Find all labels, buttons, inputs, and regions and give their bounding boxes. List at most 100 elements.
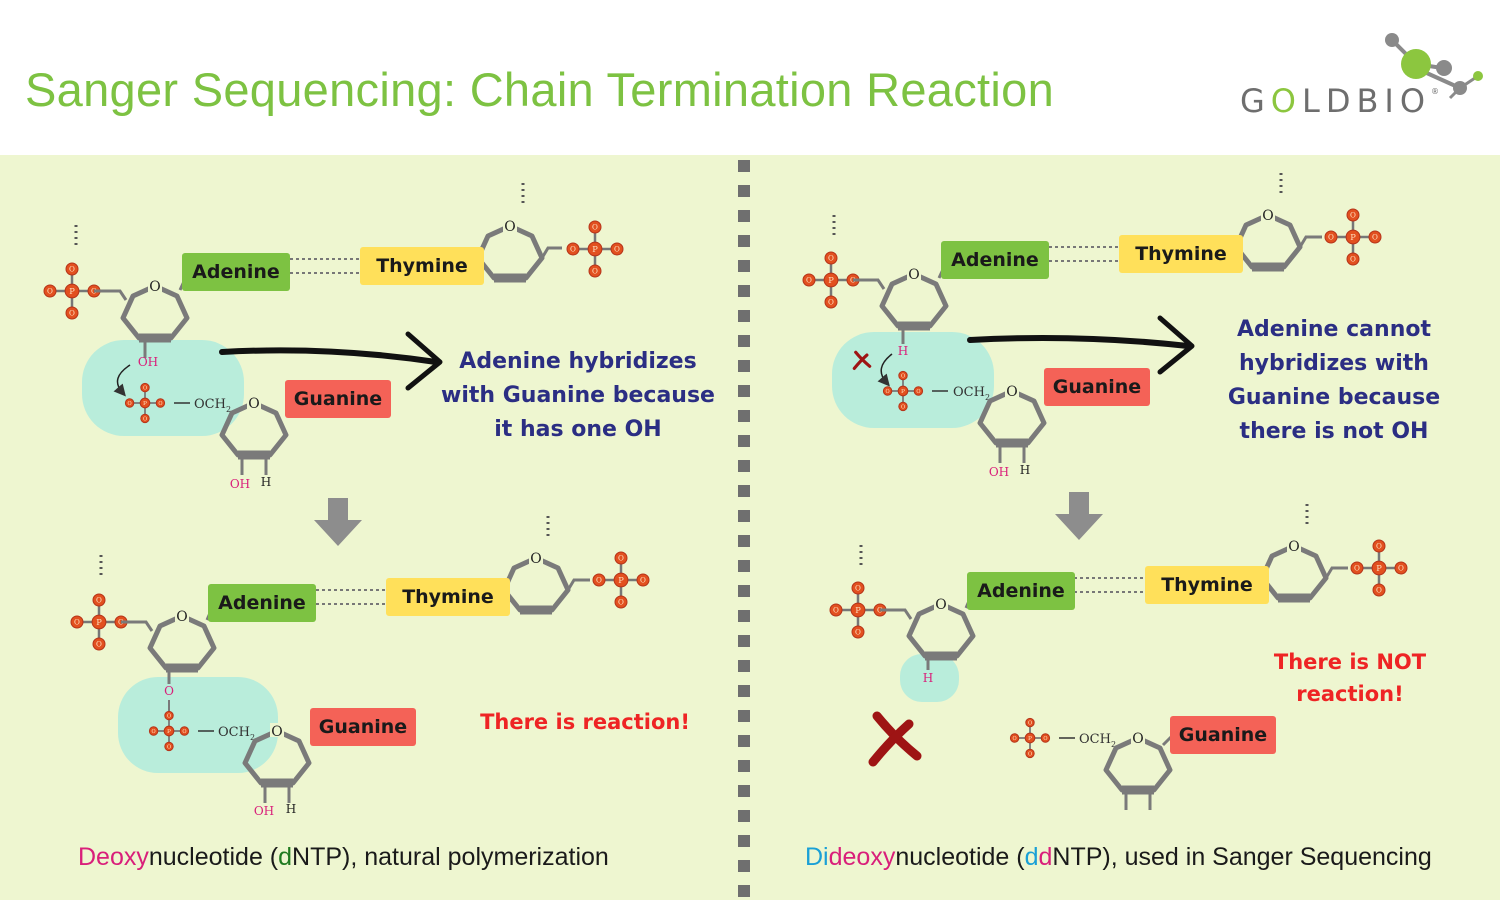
- right-bottom-phosphate-o-top: [851, 581, 865, 595]
- caption-right: Dideoxynucleotide (ddNTP), used in Sange…: [805, 843, 1432, 872]
- left-top-thymine-phosphate-p-atom-letter: P: [592, 244, 598, 254]
- left-bottom-thymine-phosphate-o-left: [592, 573, 606, 587]
- right-bottom-thymine-sugar-o-gap: [1287, 538, 1301, 552]
- left-bottom-thymine-phosphate-o-bottom: [614, 595, 628, 609]
- right-bottom-h-label: H: [923, 671, 933, 685]
- note-right-line-3: Guanine because: [1227, 385, 1441, 410]
- right-bottom-thymine-sugar-ring-oxygen: O: [1288, 539, 1299, 555]
- right-bottom-thymine-phosphate-o-right-letter: O: [1398, 564, 1404, 573]
- right-down-arrow: [1055, 492, 1103, 540]
- right-top-phosphate-o-left: [802, 273, 816, 287]
- left-bottom-guanine-sugar-o-gap: [270, 723, 284, 737]
- right-bottom-sugar-ring-oxygen: O: [935, 597, 946, 613]
- goldbio-logo-text: GOLDBIO: [1240, 82, 1431, 120]
- adenine-label-right-bottom: Adenine: [967, 572, 1075, 610]
- right-top-thymine-phosphate-o-left-letter: O: [1328, 233, 1334, 242]
- left-bottom-new-phosphate-o-top: [164, 710, 174, 721]
- left-top-guanine-sugar-ring-oxygen: O: [248, 396, 259, 412]
- left-bottom-thymine-phosphate-o-right-letter: O: [640, 576, 646, 585]
- right-bottom-free-phosphate-o-left: [1009, 733, 1020, 743]
- left-top-incoming-phosphate-p-atom: [139, 397, 151, 409]
- left-bottom-new-phosphate-o-left: [148, 726, 159, 736]
- left-top-link: [94, 289, 128, 301]
- right-top-incoming-phosphate-o-right: [913, 386, 924, 396]
- right-bottom-phosphate-o-left: [829, 603, 843, 617]
- right-top-sugar-ring-oxygen: O: [908, 267, 919, 283]
- left-bottom-phosphate-o-top: [92, 593, 106, 607]
- divider-segment: [738, 710, 750, 722]
- left-top-incoming-phosphate-o-right-letter: O: [158, 401, 162, 407]
- left-bottom-new-phosphate-o-right-letter: O: [182, 729, 186, 735]
- left-top-phosphate-p-atom: [64, 283, 80, 299]
- left-bottom-new-phosphate-o-bottom-letter: O: [167, 744, 171, 750]
- left-bottom-thymine-link: [566, 578, 590, 591]
- left-bottom-phosphate-p-atom-letter: P: [96, 617, 102, 627]
- divider-segment: [738, 860, 750, 872]
- left-bottom-thymine-phosphate-o-top-letter: O: [618, 554, 624, 563]
- divider-segment: [738, 560, 750, 572]
- right-top-incoming-phosphate-o-top-letter: O: [901, 373, 905, 379]
- right-top-phosphate-p-atom-letter: P: [828, 275, 834, 285]
- divider-segment: [738, 760, 750, 772]
- reaction-right: There is NOT reaction!: [1255, 646, 1445, 710]
- left-top-thymine-phosphate-o-top: [588, 220, 602, 234]
- divider-segment: [738, 610, 750, 622]
- right-bottom-link: [880, 608, 913, 620]
- left-top-incoming-phosphate-o-right: [155, 398, 166, 408]
- right-bottom-highlight: [900, 654, 959, 702]
- right-bottom-och2: OCH2: [1079, 732, 1116, 749]
- right-big-arrow-head: [1157, 315, 1195, 375]
- reaction-left: There is reaction!: [480, 710, 690, 734]
- caption-left-d: d: [278, 843, 293, 871]
- left-top-incoming-phosphate-o-bottom: [140, 413, 150, 424]
- right-top-thymine-phosphate-o-left: [1324, 230, 1338, 244]
- right-bottom-free-phosphate-o-right-letter: O: [1043, 736, 1047, 742]
- left-bottom-thymine-phosphate-p-atom-letter: P: [618, 575, 624, 585]
- caption-right-d2: d: [1038, 843, 1053, 871]
- left-down-arrow: [314, 498, 362, 546]
- left-bottom-phosphate-o-bottom-letter: O: [96, 640, 102, 649]
- right-bottom-free-phosphate-o-bottom-letter: O: [1028, 751, 1032, 757]
- guanine-label-left-top: Guanine: [285, 380, 391, 418]
- right-top-guanine-sugar-o-gap: [1005, 383, 1019, 397]
- right-bottom-guanine-sugar-ring-oxygen: O: [1132, 731, 1143, 747]
- left-bottom-new-phosphate-o-left-letter: O: [152, 729, 156, 735]
- divider-segment: [738, 660, 750, 672]
- right-bottom-sugar-o-gap: [934, 596, 948, 610]
- adenine-label-left-bottom: Adenine: [208, 584, 316, 622]
- left-top-thymine-phosphate-o-right: [610, 242, 624, 256]
- left-big-arrow-head: [405, 331, 443, 391]
- left-bottom-phosphate-o-top-letter: O: [96, 596, 102, 605]
- divider-segment: [738, 235, 750, 247]
- right-top-thymine-sugar-ring-oxygen: O: [1262, 208, 1273, 224]
- left-bottom-phosphate-o-bottom: [92, 637, 106, 651]
- right-top-och2: OCH2: [953, 385, 990, 402]
- right-top-attack-arrow: [877, 353, 893, 387]
- right-bottom-phosphate-p-atom: [850, 602, 866, 618]
- right-bottom-free-phosphate-o-left-letter: O: [1013, 736, 1017, 742]
- right-top-thymine-phosphate-o-bottom-letter: O: [1350, 255, 1356, 264]
- right-bottom-free-phosphate-o-top-letter: O: [1028, 720, 1032, 726]
- left-top-incoming-phosphate-o-left: [124, 398, 135, 408]
- right-top-phosphate-o-left-letter: O: [806, 276, 812, 285]
- left-top-thymine-phosphate-o-left: [566, 242, 580, 256]
- adenine-label-left-top: Adenine: [182, 253, 290, 291]
- right-top-phosphate-o-top: [824, 251, 838, 265]
- thymine-label-left-bottom: Thymine: [386, 578, 510, 616]
- left-bottom-thymine-phosphate-o-left-letter: O: [596, 576, 602, 585]
- logo-letter-o: O: [1270, 82, 1302, 120]
- thymine-label-right-top: Thymine: [1119, 235, 1243, 273]
- right-top-phosphate-o-bottom: [824, 295, 838, 309]
- right-bottom-free-phosphate-o-top: [1025, 717, 1035, 728]
- left-top-phosphate-o-left: [43, 284, 57, 298]
- right-bottom-free-phosphate-p-atom-letter: P: [1028, 736, 1032, 742]
- right-bottom-thymine-phosphate-o-top: [1372, 539, 1386, 553]
- caption-left-deoxy: Deoxy: [78, 843, 149, 871]
- right-top-sugar-o-gap: [907, 266, 921, 280]
- divider-segment: [738, 160, 750, 172]
- right-top-incoming-phosphate-o-top: [898, 370, 908, 381]
- right-top-incoming-phosphate-p-atom-letter: P: [901, 389, 905, 395]
- guanine-label-right-top: Guanine: [1044, 368, 1150, 406]
- divider-segment: [738, 835, 750, 847]
- note-right-line-4: there is not OH: [1239, 419, 1429, 444]
